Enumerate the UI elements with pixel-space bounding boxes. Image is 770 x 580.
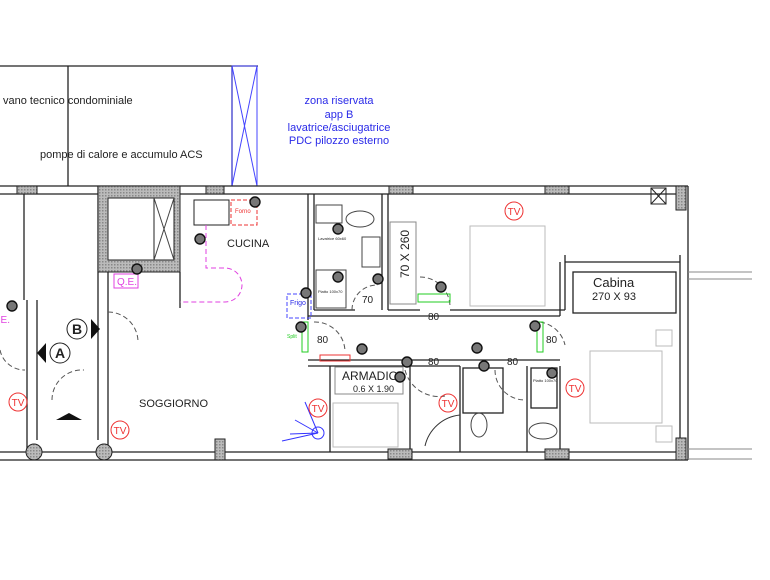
outlet-marker-icon	[131, 263, 143, 275]
door-width: 80	[317, 335, 329, 346]
closet-size: 270 X 93	[592, 291, 636, 303]
outlet-marker-icon	[356, 343, 368, 355]
outlet-marker-icon	[295, 321, 307, 333]
tv-label: TV	[12, 398, 25, 409]
door-width: 80	[507, 357, 519, 368]
armadio-size: 0.6 X 1.90	[353, 384, 394, 394]
tv-point: TV	[565, 378, 585, 398]
entrance-b[interactable]: B	[66, 318, 100, 340]
main-entrance-arrow-icon	[56, 413, 82, 420]
washer-label: Lavatrice 60x60	[318, 236, 347, 241]
outlet-marker-icon	[478, 360, 490, 372]
walls	[0, 185, 752, 461]
tv-label: TV	[114, 426, 127, 437]
toilet	[528, 422, 558, 440]
tv-label: TV	[312, 404, 325, 415]
pillars	[16, 185, 687, 461]
wardrobe	[389, 221, 417, 305]
technical-area: vano tecnico condominiale pompe di calor…	[0, 65, 391, 187]
armadio-title: ARMADIO	[342, 369, 398, 383]
outlet-marker-icon	[249, 196, 261, 208]
cooktop	[193, 199, 230, 226]
vano-tecnico-label: vano tecnico condominiale	[3, 95, 133, 107]
door-width: 80	[428, 312, 440, 323]
outlet-marker-icon	[435, 281, 447, 293]
split-label: Split	[287, 334, 297, 340]
outlet-marker-icon	[401, 356, 413, 368]
reserved-zone-line: zona riservata	[304, 95, 374, 107]
double-bed	[469, 225, 546, 307]
electrical-markers	[6, 196, 558, 383]
toilet	[470, 412, 488, 438]
reserved-zone-line: lavatrice/asciugatrice	[288, 122, 391, 134]
door-width: 70	[362, 295, 374, 306]
double-bed	[589, 350, 663, 424]
pompe-calore-label: pompe di calore e accumulo ACS	[40, 149, 203, 161]
reserved-zone-line: PDC pilozzo esterno	[289, 135, 389, 147]
outlet-marker-icon	[194, 233, 206, 245]
kitchen-island-outline	[180, 225, 243, 303]
door-width: 80	[546, 335, 558, 346]
split-unit	[417, 293, 451, 303]
outlet-marker-icon	[546, 367, 558, 379]
shower-label: Piatto 100x70	[533, 378, 558, 383]
outlet-marker-icon	[471, 342, 483, 354]
qe-label: Q.E.	[0, 315, 10, 326]
arrow-left-icon	[37, 343, 46, 363]
tv-point: TV	[8, 392, 28, 412]
shower-label: Piatto 100x70	[318, 289, 343, 294]
closet-title: Cabina	[593, 275, 635, 290]
outlet-marker-icon	[394, 371, 406, 383]
entrance-a[interactable]: A	[37, 342, 71, 364]
fridge-outline	[286, 293, 312, 319]
elevator-cabin	[107, 197, 155, 261]
outlet-marker-icon	[332, 223, 344, 235]
tv-point: TV	[308, 398, 328, 418]
tv-point: TV	[438, 393, 458, 413]
outlet-marker-icon	[332, 271, 344, 283]
room-label-kitchen: CUCINA	[227, 238, 270, 250]
entrance-a-label: A	[55, 345, 65, 361]
toilet	[345, 210, 375, 228]
ceiling-fan-icon	[281, 401, 325, 442]
heater	[319, 354, 351, 362]
outlet-marker-icon	[529, 320, 541, 332]
outlet-marker-icon	[6, 300, 18, 312]
wardrobe-size-label: 70 X 260	[398, 230, 412, 278]
electrical-panel	[113, 273, 139, 289]
single-bed	[332, 402, 399, 448]
arrow-right-icon	[91, 319, 100, 339]
outlet-marker-icon	[300, 287, 312, 299]
room-label-living: SOGGIORNO	[139, 398, 209, 410]
tv-label: TV	[569, 384, 582, 395]
split-unit	[536, 321, 544, 353]
reserved-zone-line: app B	[325, 109, 354, 121]
outlet-marker-icon	[372, 273, 384, 285]
split-unit	[301, 321, 309, 353]
entrance-b-label: B	[72, 321, 82, 337]
tv-label: TV	[508, 207, 521, 218]
shower-tray	[315, 269, 347, 309]
oven-outline	[230, 199, 258, 226]
tv-point: TV	[504, 201, 524, 221]
tv-point: TV	[110, 420, 130, 440]
oven-label: Forno	[235, 209, 251, 215]
fridge-label: Frigo	[290, 300, 306, 307]
door-width: 80	[428, 357, 440, 368]
door-swings	[0, 276, 566, 447]
tv-label: TV	[442, 399, 455, 410]
qe-label: Q.E.	[117, 277, 137, 288]
